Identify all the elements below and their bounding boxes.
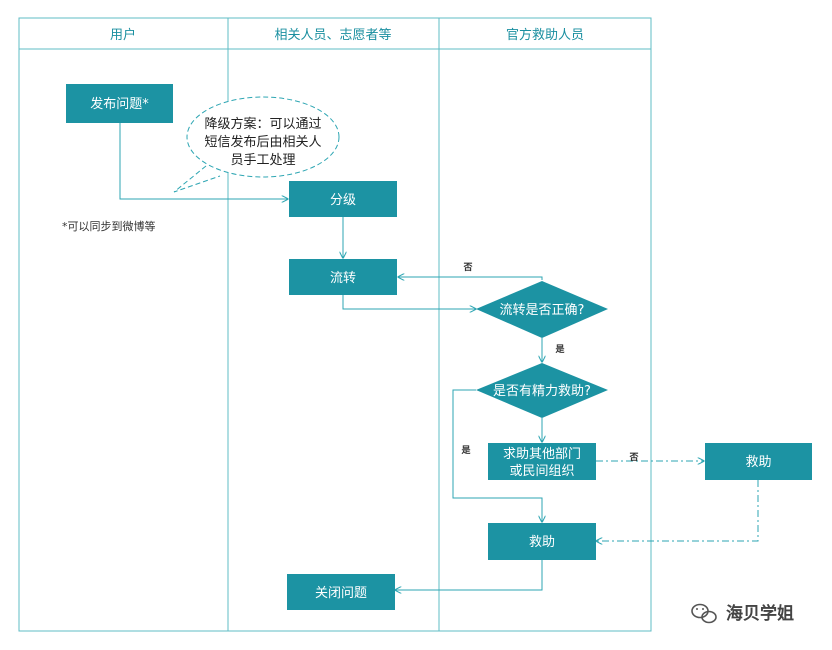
- svg-text:救助: 救助: [529, 534, 555, 550]
- callout-bubble: 降级方案：可以通过 短信发布后由相关人 员手工处理: [173, 96, 340, 193]
- callout-line-2: 短信发布后由相关人: [204, 134, 321, 150]
- footnote: *可以同步到微博等: [62, 219, 156, 233]
- node-grade: 分级: [289, 181, 397, 217]
- edge-publish-to-grade: [119, 123, 288, 199]
- lane-title-user: 用户: [110, 27, 136, 43]
- svg-text:流转: 流转: [330, 271, 356, 286]
- edge-label-yes-capacity: 是: [460, 445, 471, 456]
- lane-title-official: 官方救助人员: [506, 27, 584, 43]
- watermark: 海贝学姐: [691, 603, 794, 624]
- edge-transfer-to-check: [342, 295, 476, 309]
- svg-text:或民间组织: 或民间组织: [509, 464, 574, 479]
- callout-line-3: 员手工处理: [230, 153, 295, 168]
- lane-title-volunteers: 相关人员、志愿者等: [274, 27, 391, 43]
- edge-capacity-yes-to-rescue: [452, 389, 542, 522]
- edge-label-no-seek: 否: [628, 452, 638, 463]
- svg-text:流转是否正确?: 流转是否正确?: [500, 303, 585, 318]
- node-publish: 发布问题*: [66, 84, 173, 123]
- node-has-capacity: 是否有精力救助?: [476, 363, 608, 418]
- node-seek-help: 求助其他部门 或民间组织: [488, 443, 596, 480]
- edge-label-no-transfer: 否: [462, 262, 472, 273]
- node-close: 关闭问题: [287, 574, 395, 610]
- svg-text:分级: 分级: [330, 193, 356, 208]
- edge-check-no-to-transfer: [398, 277, 543, 280]
- wechat-icon: [691, 603, 717, 624]
- node-check-transfer: 流转是否正确?: [476, 281, 608, 338]
- svg-text:关闭问题: 关闭问题: [315, 586, 367, 601]
- svg-text:救助: 救助: [745, 454, 771, 470]
- edge-rescue-right-to-rescue: [596, 480, 759, 541]
- edge-rescue-to-close: [395, 560, 543, 590]
- svg-text:是否有精力救助?: 是否有精力救助?: [493, 383, 591, 399]
- callout-line-1: 降级方案：可以通过: [204, 116, 321, 132]
- edge-label-yes-transfer: 是: [554, 344, 565, 355]
- svg-text:求助其他部门: 求助其他部门: [503, 447, 581, 462]
- watermark-text: 海贝学姐: [726, 603, 794, 624]
- node-transfer: 流转: [289, 259, 397, 295]
- connectors: [119, 123, 759, 590]
- node-rescue-right: 救助: [705, 443, 812, 480]
- svg-text:发布问题*: 发布问题*: [90, 96, 149, 112]
- node-rescue-main: 救助: [488, 523, 596, 560]
